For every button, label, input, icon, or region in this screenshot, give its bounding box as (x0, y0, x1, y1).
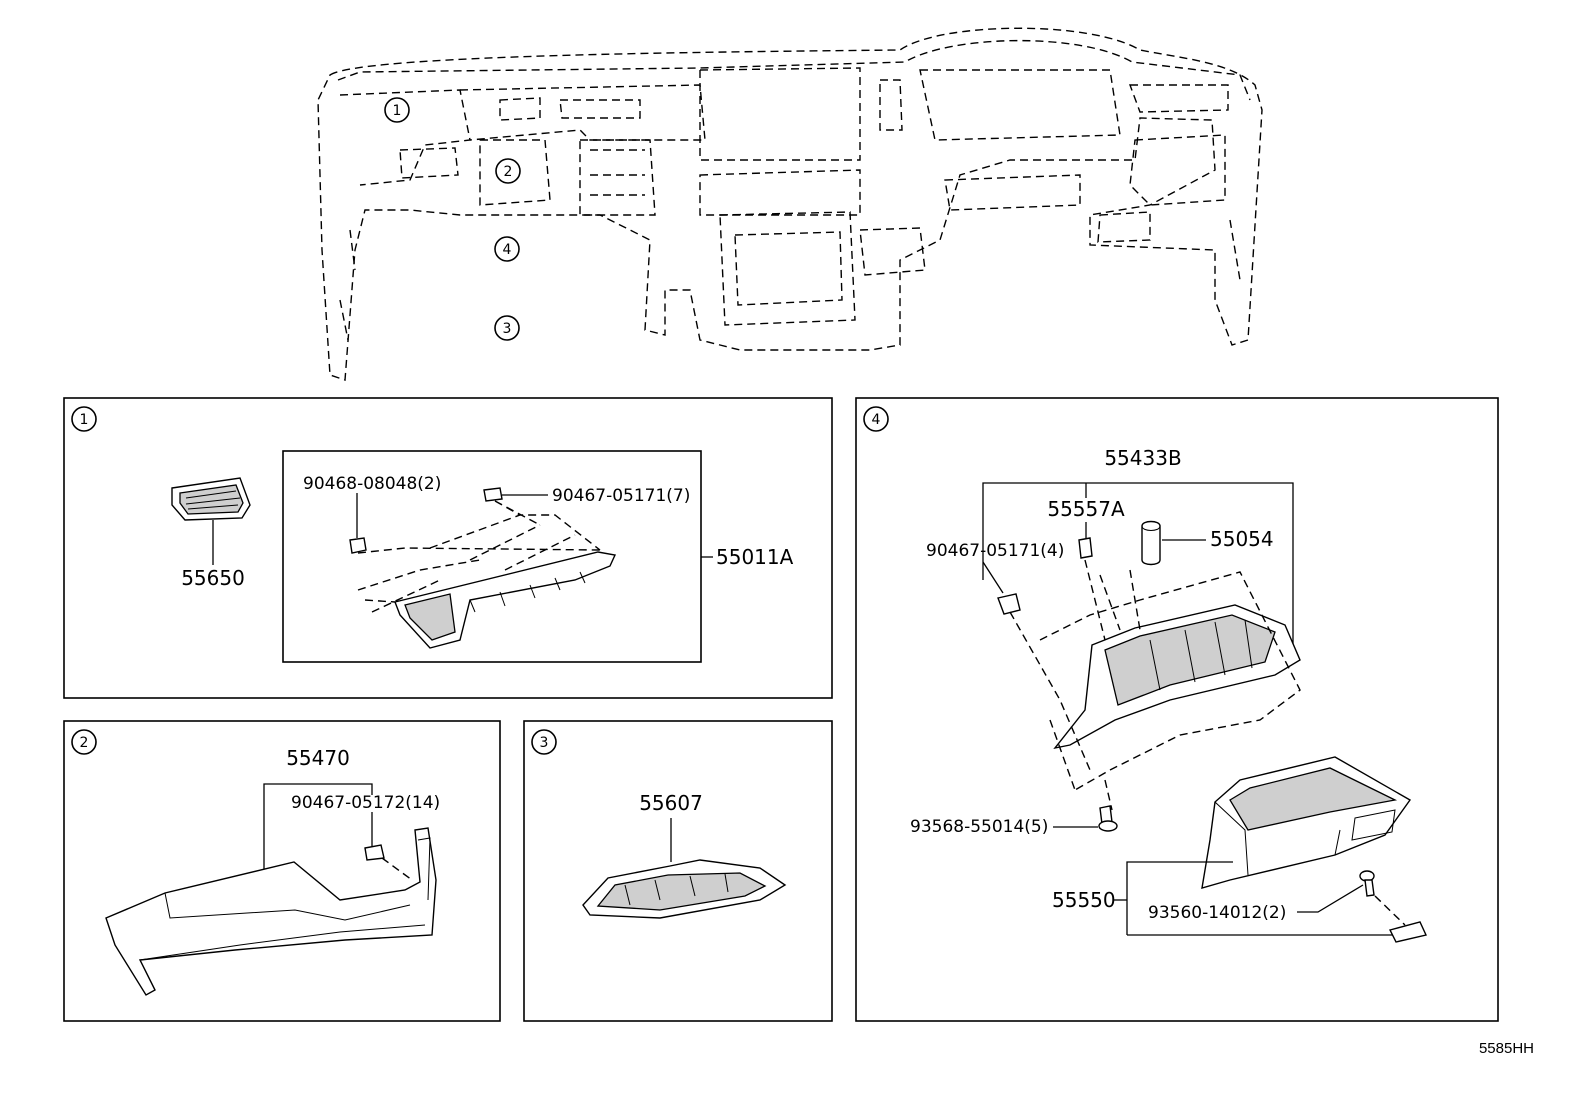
panel-1-callout: 1 (71, 406, 97, 432)
panel-3-callout: 3 (531, 729, 557, 755)
panel-2-callout: 2 (71, 729, 97, 755)
damper-clip-drawing[interactable] (1388, 921, 1427, 943)
detail-panel-2: 2 55470 90467-05172(14) (63, 720, 501, 1022)
clip-55557A-drawing[interactable] (1078, 537, 1093, 559)
part-label-90467-05171-7[interactable]: 90467-05171(7) (552, 486, 690, 506)
part-label-55550[interactable]: 55550 (1052, 888, 1116, 912)
leader-55550-bracket (1126, 861, 1233, 935)
leader-55433B (982, 482, 1294, 650)
part-label-55054[interactable]: 55054 (1210, 527, 1274, 551)
part-label-93560-14012[interactable]: 93560-14012(2) (1148, 903, 1286, 923)
part-label-55607[interactable]: 55607 (639, 791, 703, 815)
part-55011A-bracket-drawing[interactable] (394, 551, 617, 649)
part-55433B-glovebox-frame-drawing[interactable] (1053, 604, 1301, 750)
panel-4-callout: 4 (863, 406, 889, 432)
overview-callout-1[interactable]: 1 (384, 97, 410, 123)
svg-text:2: 2 (80, 735, 89, 751)
detail-panel-1: 1 55650 90468-08048(2) 90467-05171(7) 5 (63, 397, 833, 699)
svg-text:3: 3 (540, 735, 549, 751)
pin-55054-drawing[interactable] (1141, 520, 1161, 566)
leader-90467-05171-4 (982, 561, 1004, 594)
leader-93560-14012 (1297, 884, 1364, 913)
svg-text:4: 4 (872, 412, 881, 428)
guide-line-panel-2 (381, 857, 413, 881)
part-55470-lower-panel-drawing[interactable] (105, 827, 437, 996)
part-label-93568-55014[interactable]: 93568-55014(5) (910, 817, 1048, 837)
assembly-guide-lines-panel-4 (1009, 559, 1301, 811)
clip-90468-08048-drawing[interactable] (349, 537, 367, 554)
detail-panel-3: 3 55607 (523, 720, 833, 1022)
part-label-90467-05172[interactable]: 90467-05172(14) (291, 793, 440, 813)
guide-line-93560 (1374, 895, 1406, 926)
part-label-55433B[interactable]: 55433B (1104, 446, 1181, 470)
overview-callout-2[interactable]: 2 (495, 158, 521, 184)
clip-90467-05171-4-drawing[interactable] (997, 593, 1021, 615)
screw-93568-55014-drawing[interactable] (1098, 805, 1118, 832)
detail-panel-4: 4 55433B 55557A 55054 90467-05171(4) (855, 397, 1499, 1022)
part-label-90468-08048[interactable]: 90468-08048(2) (303, 474, 441, 494)
svg-text:1: 1 (80, 412, 89, 428)
screw-93560-14012-drawing[interactable] (1359, 870, 1375, 897)
instrument-panel-overview (317, 27, 1263, 381)
diagram-code: 5585HH (1479, 1040, 1534, 1057)
part-label-55011A[interactable]: 55011A (716, 545, 794, 569)
assembly-guide-lines-panel-1 (357, 500, 601, 613)
part-label-55470[interactable]: 55470 (286, 746, 350, 770)
svg-text:4: 4 (503, 242, 512, 258)
svg-text:1: 1 (393, 103, 402, 119)
part-55607-bracket-drawing[interactable] (582, 859, 787, 919)
part-label-55557A[interactable]: 55557A (1047, 497, 1125, 521)
overview-callout-3[interactable]: 3 (494, 315, 520, 341)
svg-text:2: 2 (504, 164, 513, 180)
part-label-90467-05171-4[interactable]: 90467-05171(4) (926, 541, 1064, 561)
part-label-55650[interactable]: 55650 (181, 566, 245, 590)
part-55550-glovebox-door-drawing[interactable] (1201, 756, 1412, 889)
leader-55470 (263, 783, 373, 870)
svg-text:3: 3 (503, 321, 512, 337)
clip-90467-05171-drawing[interactable] (483, 487, 503, 502)
part-55650-vent-drawing[interactable] (171, 477, 251, 521)
overview-callout-4[interactable]: 4 (494, 236, 520, 262)
clip-90467-05172-drawing[interactable] (364, 844, 385, 861)
